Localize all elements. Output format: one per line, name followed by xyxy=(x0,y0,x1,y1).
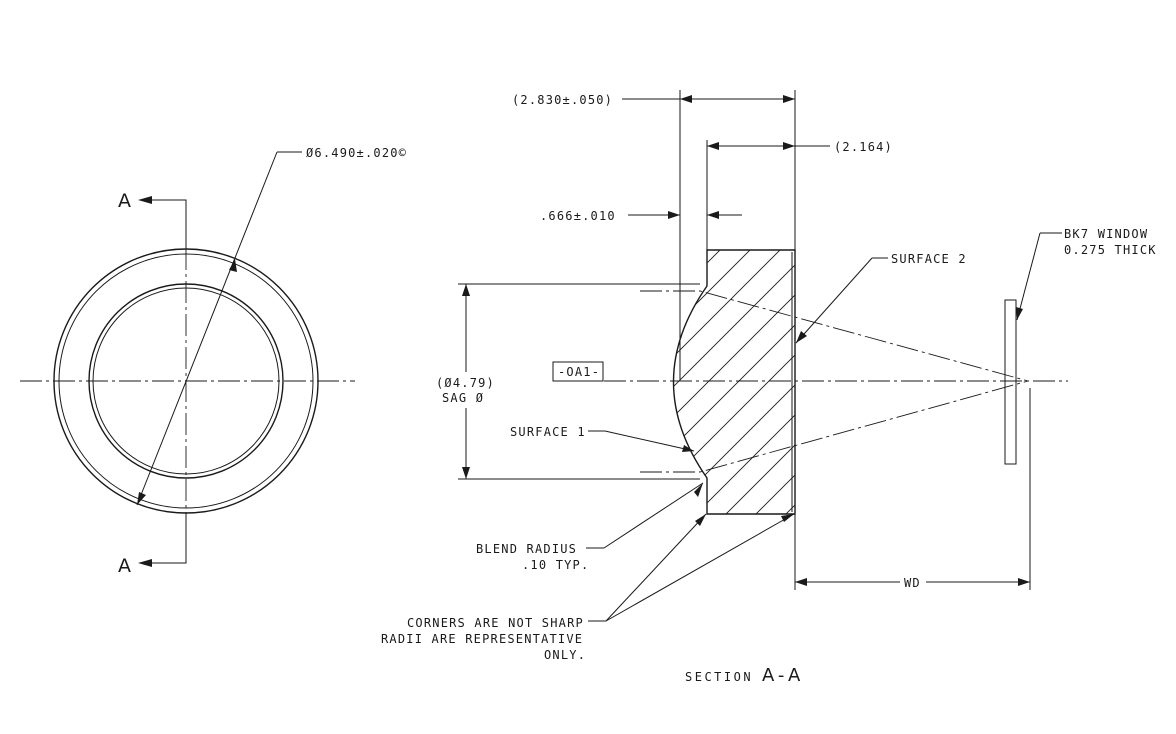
diameter-arrow-bottom xyxy=(137,492,146,505)
section-marker-bottom: A xyxy=(118,555,131,577)
section-arrow-top xyxy=(138,196,152,204)
dim-sag-diameter: (Ø4.79) xyxy=(436,376,495,390)
diameter-callout: Ø6.490±.020© xyxy=(306,146,407,160)
window-label-line1: BK7 WINDOW xyxy=(1064,227,1148,241)
front-view: Ø6.490±.020© A A xyxy=(20,146,407,577)
section-letters: A-A xyxy=(762,665,804,686)
lens-outline xyxy=(672,249,796,515)
section-line-bottom xyxy=(150,514,187,564)
section-marker-top: A xyxy=(118,190,131,212)
blend-label-line1: BLEND RADIUS xyxy=(476,542,577,556)
surface-1-label: SURFACE 1 xyxy=(510,425,586,439)
ray-lower xyxy=(640,380,1029,473)
surface-2-label: SURFACE 2 xyxy=(891,252,967,266)
section-arrow-bottom xyxy=(138,559,152,567)
dim-sag-label: SAG Ø xyxy=(442,391,484,405)
section-view: (2.830±.050) (2.164) .666±.010 (Ø4.79) S… xyxy=(381,90,1157,686)
corners-label-line3: ONLY. xyxy=(544,648,586,662)
corners-label-line1: CORNERS ARE NOT SHARP xyxy=(407,616,584,630)
ray-upper xyxy=(640,290,1029,382)
wd-label: WD xyxy=(904,576,921,590)
window-label-line2: 0.275 THICK xyxy=(1064,243,1157,257)
corners-label-line2: RADII ARE REPRESENTATIVE xyxy=(381,632,583,646)
datum-frame xyxy=(552,361,604,382)
diameter-leader xyxy=(136,151,278,506)
diameter-arrow-top xyxy=(229,259,237,272)
section-title: SECTION xyxy=(685,670,753,684)
dim-overall: (2.830±.050) xyxy=(512,93,613,107)
bk7-window xyxy=(1004,299,1017,465)
dim-flange: (2.164) xyxy=(834,140,893,154)
datum: -OA1- xyxy=(558,365,600,379)
dim-step: .666±.010 xyxy=(540,209,616,223)
blend-label-line2: .10 TYP. xyxy=(522,558,589,572)
section-line-top xyxy=(150,199,187,248)
lens-hatching xyxy=(673,250,795,514)
